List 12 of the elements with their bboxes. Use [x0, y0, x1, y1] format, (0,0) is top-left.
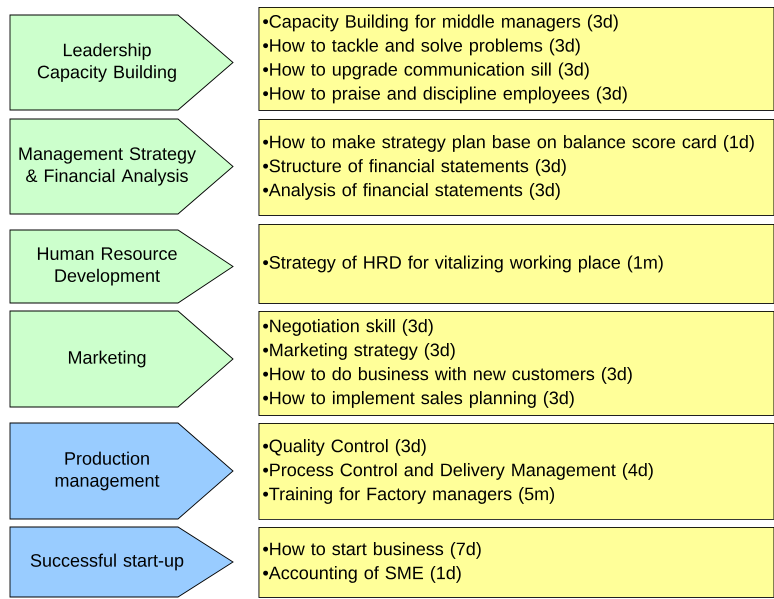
- pentagon-box: Marketing: [10, 310, 234, 408]
- topic-list-box: •Negotiation skill (3d) •Marketing strategy (3d) •How to do business with new customers (3d) •How to implement sales planning (3d): [258, 311, 774, 416]
- pentagon-box: Human Resource Development: [10, 230, 234, 304]
- topic-list-box: •Strategy of HRD for vitalizing working place (1m): [258, 224, 774, 304]
- pentagon-box: Leadership Capacity Building: [10, 14, 234, 110]
- topic-list-box: •How to start business (7d) •Accounting of SME (1d): [258, 527, 774, 598]
- pentagon-box: Production management: [10, 422, 234, 520]
- topic-list-box: •Capacity Building for middle managers (3d) •How to tackle and solve problems (3d) •How to upgrade communication sill (3d) •How to praise and discipline employees (3d): [258, 7, 774, 111]
- pentagon-box: Management Strategy & Financial Analysis: [10, 118, 234, 214]
- topic-list-box: •How to make strategy plan base on balance score card (1d) •Structure of financial statements (3d) •Analysis of financial statements (3d): [258, 119, 774, 216]
- pentagon-box: Successful start-up: [10, 526, 234, 598]
- topic-list-box: •Quality Control (3d) •Process Control and Delivery Management (4d) •Training for Factory managers (5m): [258, 423, 774, 520]
